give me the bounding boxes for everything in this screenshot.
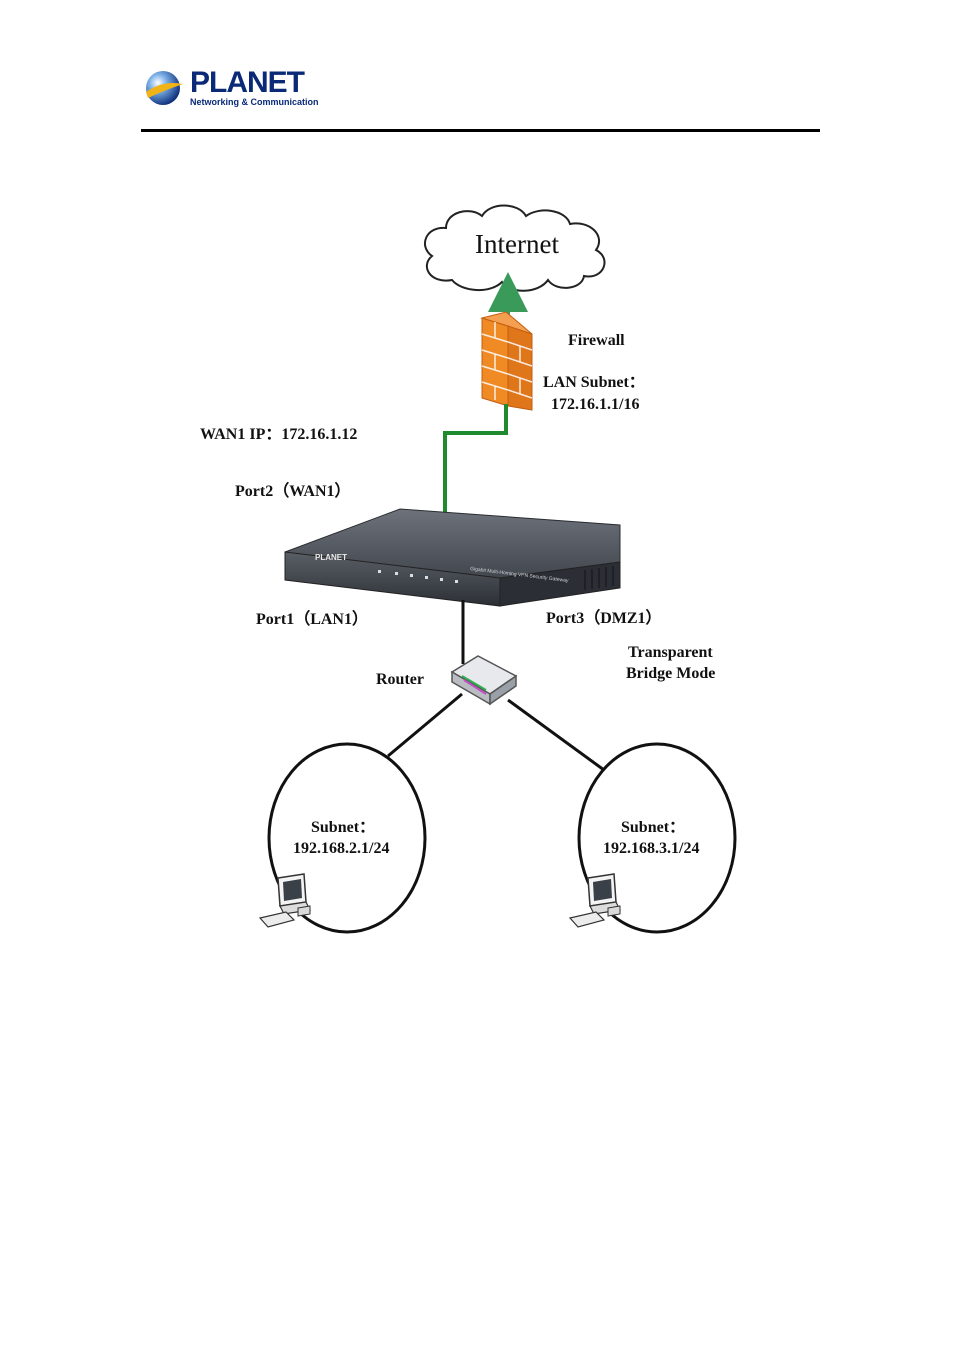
port3-label: Port3（DMZ1） xyxy=(546,609,662,627)
subnet-left-label: Subnet： xyxy=(311,819,375,836)
firewall-label: Firewall xyxy=(568,332,625,349)
port1-label: Port1（LAN1） xyxy=(256,610,368,628)
header-divider xyxy=(141,129,820,132)
subnet-right-value: 192.168.3.1/24 xyxy=(603,840,699,857)
firewall-icon xyxy=(480,311,533,411)
device-brand-label: PLANET xyxy=(315,553,347,562)
transparent-mode-line1: Transparent xyxy=(628,644,713,661)
transparent-mode-line2: Bridge Mode xyxy=(626,665,715,682)
subnet-right-ellipse xyxy=(577,742,737,934)
computer-icon xyxy=(568,873,621,928)
wan1-ip-label: WAN1 IP：172.16.1.12 xyxy=(200,426,357,443)
subnet-left-value: 192.168.2.1/24 xyxy=(293,840,389,857)
lan-subnet-label: LAN Subnet： xyxy=(543,374,645,391)
planet-logo: PLANET Networking & Communication xyxy=(143,66,319,110)
planet-globe-icon xyxy=(146,71,183,105)
subnet-left-ellipse xyxy=(267,742,427,934)
computer-icon xyxy=(258,873,311,928)
security-gateway-device: PLANET Gigabit Multi-Homing VPN Security… xyxy=(284,508,621,607)
subnet-right-label: Subnet： xyxy=(621,819,685,836)
internet-cloud: Internet xyxy=(424,204,606,292)
router-icon xyxy=(450,655,518,706)
router-label: Router xyxy=(376,671,424,688)
router-right-link xyxy=(507,698,605,772)
internet-label: Internet xyxy=(475,229,559,259)
port2-label: Port2（WAN1） xyxy=(235,482,351,500)
wan1-link xyxy=(443,404,508,512)
brand-name: PLANET xyxy=(190,66,305,99)
brand-tagline: Networking & Communication xyxy=(190,97,319,107)
lan-subnet-value: 172.16.1.1/16 xyxy=(551,396,639,413)
router-left-link xyxy=(387,692,463,758)
